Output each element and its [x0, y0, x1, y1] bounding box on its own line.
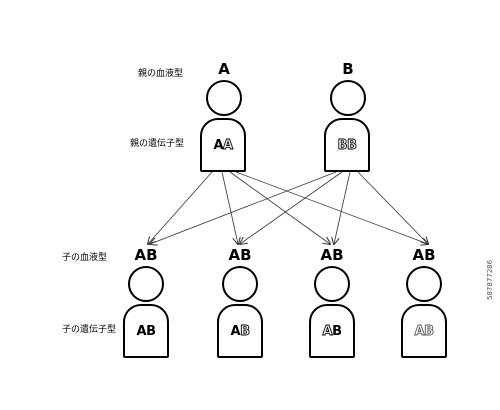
child-3-head [314, 266, 350, 302]
parent-b-blood-type: B [342, 60, 354, 78]
arrow-b-to-child1 [150, 171, 337, 244]
arrow-a-to-child4 [235, 171, 428, 244]
child-2-allele-2: B [240, 323, 251, 339]
child-4-allele-1: A [414, 323, 425, 339]
child-4-blood-type: AB [412, 246, 436, 264]
parent-a-allele-1: A [213, 137, 223, 153]
child-4-head [406, 266, 442, 302]
child-2-allele-1: A [230, 323, 241, 339]
arrow-b-to-child3 [334, 171, 351, 244]
child-1-body: AB [123, 304, 169, 358]
child-4-genotype: AB [414, 323, 435, 339]
child-1-allele-1: A [136, 323, 147, 339]
arrow-a-to-child2 [221, 171, 238, 244]
parent-a-allele-2: A [223, 137, 234, 153]
child-1-blood-type: AB [134, 246, 158, 264]
arrow-a-to-child3 [229, 171, 330, 244]
child-1-allele-2: B [146, 323, 156, 339]
child-1-genotype: AB [136, 323, 157, 339]
child-2-genotype: AB [230, 323, 251, 339]
arrow-b-to-child4 [357, 171, 428, 244]
child-genotype-label: 子の遺伝子型 [62, 325, 117, 335]
child-3-blood-type: AB [320, 246, 344, 264]
parent-a-blood-type: A [218, 60, 230, 78]
child-2-blood-type: AB [228, 246, 252, 264]
child-3-body: AB [309, 304, 355, 358]
arrow-a-to-child1 [148, 171, 213, 244]
child-1-head [128, 266, 164, 302]
parent-a-head [206, 80, 242, 116]
child-3-genotype: AB [322, 323, 342, 339]
parent-b-allele-1: B [337, 137, 348, 153]
child-3-allele-2: B [332, 323, 342, 339]
parent-b-head [330, 80, 366, 116]
stock-id-watermark: 587877286 [486, 259, 494, 300]
parent-b-allele-2: B [347, 137, 358, 153]
parent-b-body: BB [324, 118, 370, 172]
child-2-body: AB [217, 304, 263, 358]
parent-a-body: AA [200, 118, 246, 172]
child-blood-type-label: 子の血液型 [62, 253, 108, 263]
parent-b-genotype: BB [337, 137, 358, 153]
parent-blood-type-label: 親の血液型 [138, 69, 184, 79]
child-3-allele-1: A [322, 323, 333, 339]
child-2-head [222, 266, 258, 302]
parent-a-genotype: AA [213, 137, 234, 153]
parent-genotype-label: 親の遺伝子型 [130, 139, 185, 149]
child-4-allele-2: B [424, 323, 435, 339]
arrow-b-to-child2 [240, 171, 343, 244]
child-4-body: AB [401, 304, 447, 358]
